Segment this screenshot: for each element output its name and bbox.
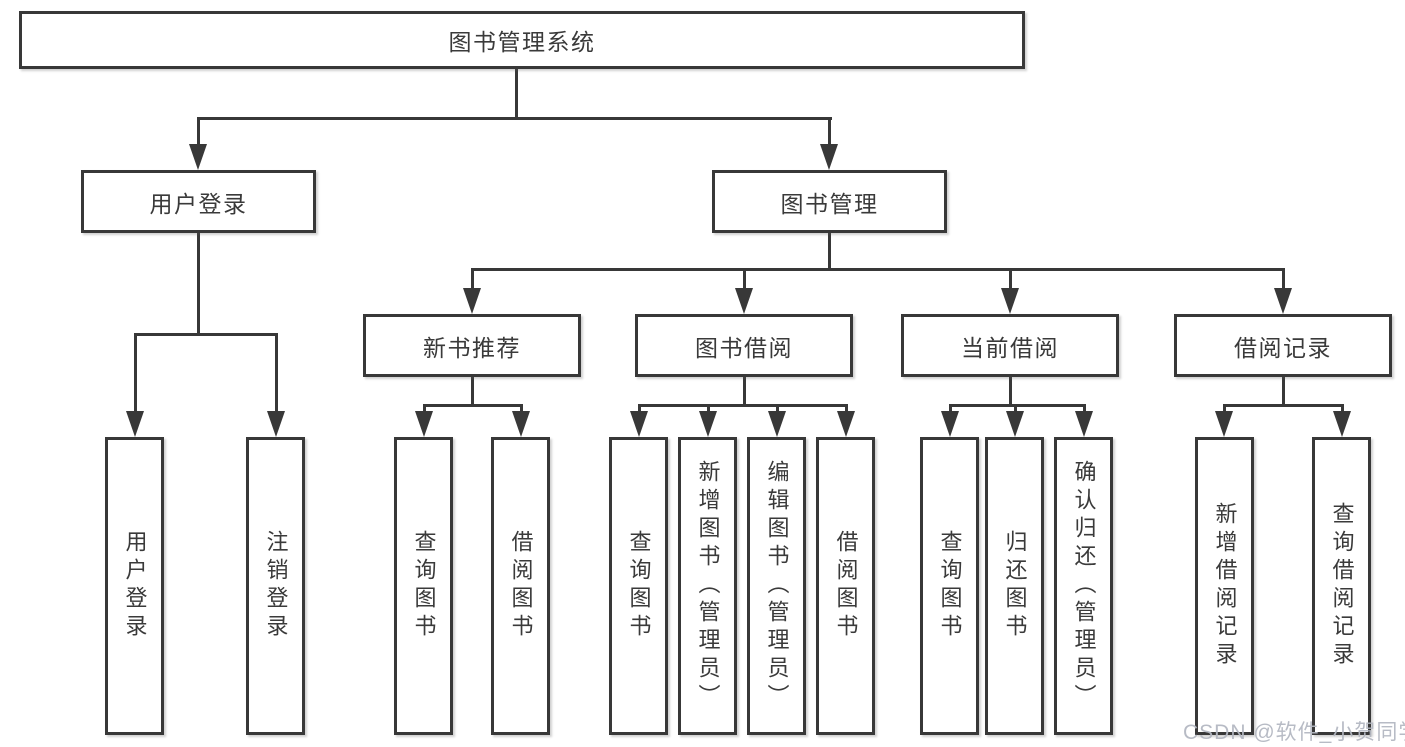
node-borrow-records: 借阅记录	[1174, 314, 1392, 377]
leaf-query-borrow-record: 查询借阅记录	[1312, 437, 1371, 735]
connector-line	[275, 333, 278, 415]
arrow-down-icon	[415, 411, 433, 437]
connector-line	[134, 333, 137, 415]
leaf-query-books-current: 查询图书	[920, 437, 979, 735]
node-book-borrow: 图书借阅	[635, 314, 853, 377]
connector-line	[197, 117, 832, 120]
connector-line	[743, 268, 746, 292]
arrow-down-icon	[941, 411, 959, 437]
connector-line	[1341, 404, 1344, 416]
arrow-down-icon	[1075, 411, 1093, 437]
leaf-borrow-books: 借阅图书	[816, 437, 875, 735]
arrow-down-icon	[1001, 288, 1019, 314]
connector-line	[1014, 404, 1017, 416]
connector-line	[707, 404, 710, 416]
connector-line	[1009, 377, 1012, 407]
connector-line	[520, 404, 523, 416]
node-current-borrow: 当前借阅	[901, 314, 1119, 377]
arrow-down-icon	[735, 288, 753, 314]
connector-line	[776, 404, 779, 416]
arrow-down-icon	[126, 411, 144, 437]
arrow-down-icon	[1274, 288, 1292, 314]
arrow-down-icon	[699, 411, 717, 437]
connector-line	[1282, 377, 1285, 407]
arrow-down-icon	[267, 411, 285, 437]
leaf-query-books-recommend: 查询图书	[394, 437, 453, 735]
connector-line	[638, 404, 641, 416]
connector-line	[638, 404, 848, 407]
arrow-down-icon	[837, 411, 855, 437]
connector-line	[197, 117, 200, 148]
arrow-down-icon	[1006, 411, 1024, 437]
arrow-down-icon	[463, 288, 481, 314]
arrow-down-icon	[630, 411, 648, 437]
leaf-add-book-admin: 新增图书（管理员）	[678, 437, 737, 735]
connector-line	[423, 404, 426, 416]
leaf-add-borrow-record: 新增借阅记录	[1195, 437, 1254, 735]
arrow-down-icon	[1215, 411, 1233, 437]
csdn-watermark: CSDN @软件_小贺同学	[1183, 721, 1405, 744]
connector-line	[197, 233, 200, 336]
node-book-management: 图书管理	[712, 170, 947, 233]
connector-line	[828, 233, 831, 271]
arrow-down-icon	[820, 144, 838, 170]
connector-line	[134, 333, 278, 336]
arrow-down-icon	[512, 411, 530, 437]
leaf-query-books-borrow: 查询图书	[609, 437, 668, 735]
leaf-borrow-books-recommend: 借阅图书	[491, 437, 550, 735]
connector-line	[1083, 404, 1086, 416]
connector-line	[949, 404, 1086, 407]
arrow-down-icon	[768, 411, 786, 437]
node-new-book-recommend: 新书推荐	[363, 314, 581, 377]
connector-line	[423, 404, 523, 407]
connector-line	[1009, 268, 1012, 292]
connector-line	[1223, 404, 1226, 416]
leaf-user-login: 用户登录	[105, 437, 164, 735]
connector-line	[743, 377, 746, 407]
connector-line	[845, 404, 848, 416]
leaf-edit-book-admin: 编辑图书（管理员）	[747, 437, 806, 735]
node-user-login: 用户登录	[81, 170, 316, 233]
connector-line	[1282, 268, 1285, 292]
node-library-system: 图书管理系统	[19, 11, 1025, 69]
arrow-down-icon	[189, 144, 207, 170]
connector-line	[828, 117, 831, 148]
arrow-down-icon	[1333, 411, 1351, 437]
connector-line	[515, 69, 518, 119]
leaf-logout: 注销登录	[246, 437, 305, 735]
connector-line	[949, 404, 952, 416]
connector-line	[471, 268, 474, 292]
connector-line	[471, 268, 1285, 271]
connector-line	[1223, 404, 1344, 407]
leaf-return-book: 归还图书	[985, 437, 1044, 735]
connector-line	[471, 377, 474, 407]
leaf-confirm-return-admin: 确认归还（管理员）	[1054, 437, 1113, 735]
